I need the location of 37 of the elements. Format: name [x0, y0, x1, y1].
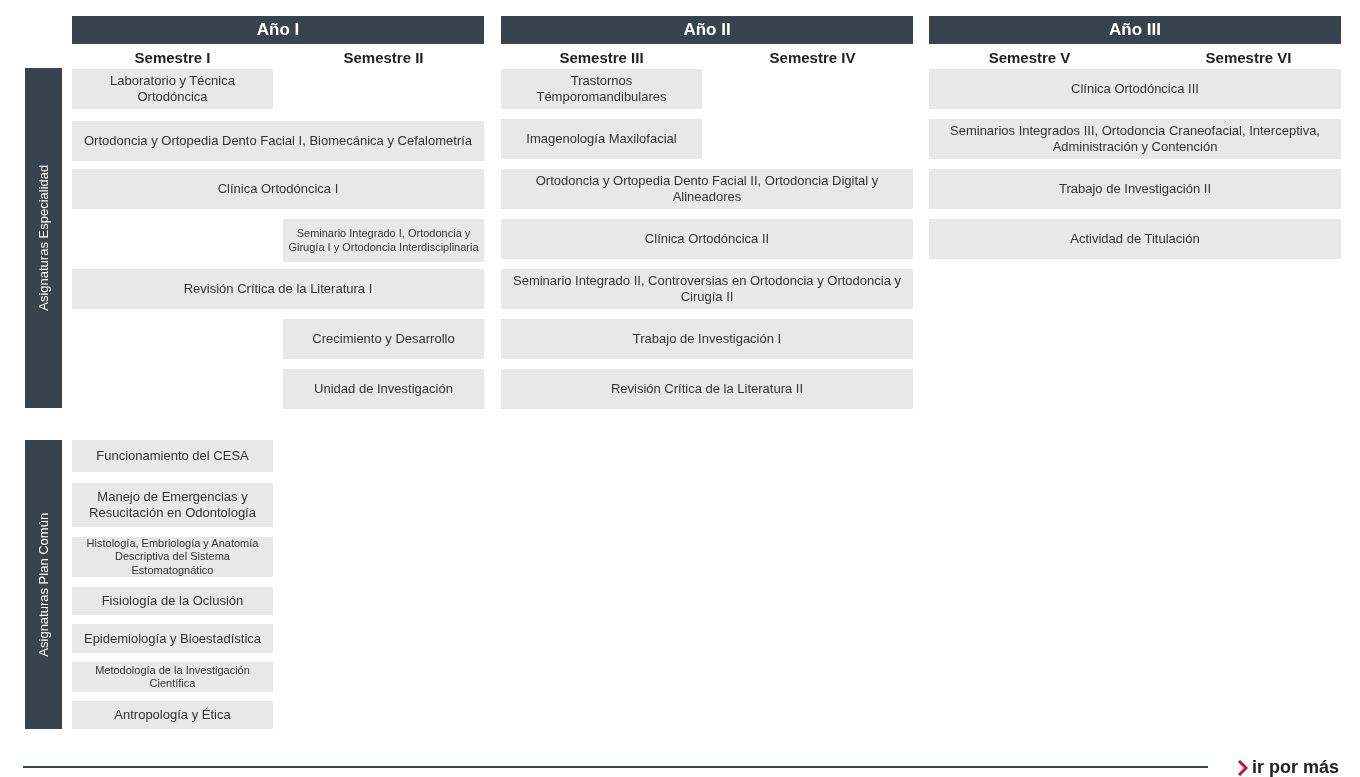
year-header-bar: Año I	[72, 16, 484, 44]
course-box: Antropología y Ética	[72, 701, 273, 729]
semester-heading: Semestre I	[133, 48, 212, 68]
course-box: Trabajo de Investigación I	[501, 319, 913, 359]
semester-heading: Semestre III	[558, 48, 645, 68]
course-box: Unidad de Investigación	[283, 369, 484, 409]
semester-heading: Semestre II	[342, 48, 425, 68]
course-box: Fisiología de la Oclusión	[72, 587, 273, 615]
course-box: Actividad de Titulación	[929, 219, 1341, 259]
course-box: Funcionamiento del CESA	[72, 440, 273, 472]
course-box: Ortodoncia y Ortopedia Dento Facial I, Biomecánica y Cefalometría	[72, 121, 484, 161]
semester-heading: Semestre IV	[768, 48, 857, 68]
semester-heading: Semestre V	[987, 48, 1072, 68]
course-box: Trastornos Témporomandibulares	[501, 69, 702, 109]
course-box: Seminarios Integrados III, Ortodoncia Craneofacial, Interceptiva, Administración y Contención	[929, 119, 1341, 159]
course-box: Epidemiología y Bioestadística	[72, 624, 273, 653]
year-header-bar: Año III	[929, 16, 1341, 44]
course-box: Clínica Ortodóncica III	[929, 69, 1341, 109]
course-box: Seminario Integrado II, Controversias en Ortodoncia y Ortodoncia y Cirugía II	[501, 269, 913, 309]
semester-heading: Semestre VI	[1204, 48, 1293, 68]
course-box: Metodología de la Investigación Científica	[72, 662, 273, 692]
course-box: Imagenología Maxilofacial	[501, 119, 702, 159]
category-side-band: Asignaturas Plan Común	[25, 440, 62, 729]
footer-tagline: ir por más	[1252, 756, 1340, 777]
course-box: Ortodoncia y Ortopedia Dento Facial II, Ortodoncia Digital y Alineadores	[501, 169, 913, 209]
course-box: Revisión Crítica de la Literatura I	[72, 269, 484, 309]
course-box: Trabajo de Investigación II	[929, 169, 1341, 209]
course-box: Crecimiento y Desarrollo	[283, 319, 484, 359]
category-side-band: Asignaturas Especialidad	[25, 68, 62, 408]
course-box: Clínica Ortodóncica I	[72, 169, 484, 209]
course-box: Revisión Crítica de la Literatura II	[501, 369, 913, 409]
course-box: Laboratorio y Técnica Ortodóncica	[72, 69, 273, 109]
year-header-bar: Año II	[501, 16, 913, 44]
course-box: Seminario Integrado I, Ortodoncia y Girugía I y Ortodoncia Interdisciplinaria	[283, 219, 484, 262]
course-box: Clínica Ortodóncica II	[501, 219, 913, 259]
course-box: Histología, Embriología y Anatomía Descriptiva del Sistema Estomatognático	[72, 537, 273, 577]
course-box: Manejo de Emergencias y Resucitación en Odontología	[72, 483, 273, 527]
